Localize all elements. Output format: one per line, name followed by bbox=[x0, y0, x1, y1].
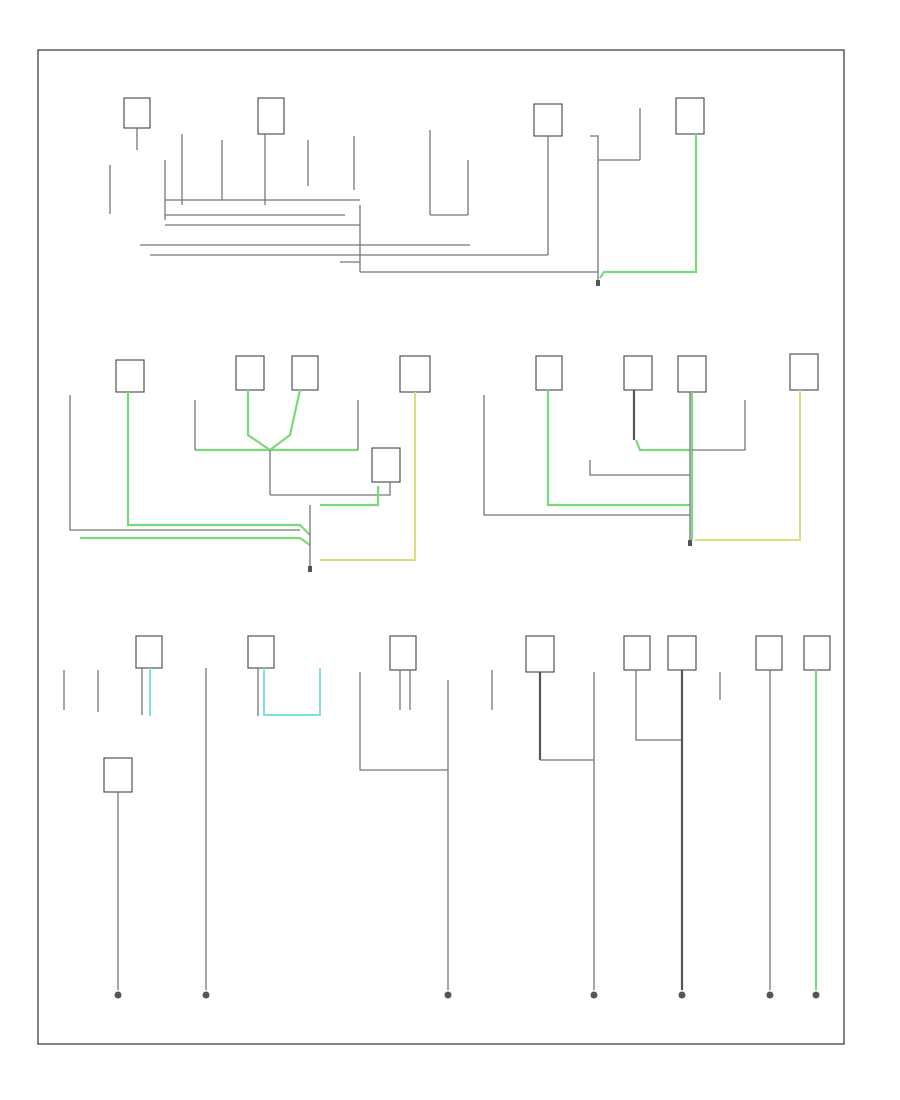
component-box bbox=[623, 355, 653, 391]
wire bbox=[590, 135, 599, 285]
wire-green bbox=[634, 439, 690, 452]
component-box bbox=[247, 635, 275, 669]
component-box bbox=[257, 97, 285, 135]
component-box bbox=[677, 355, 707, 393]
wire bbox=[359, 672, 448, 771]
component-box bbox=[623, 635, 651, 671]
wire bbox=[69, 395, 300, 531]
component-box bbox=[115, 359, 145, 393]
component-box bbox=[399, 355, 431, 393]
wire-green bbox=[546, 390, 690, 507]
component-box bbox=[533, 103, 563, 137]
middle-left-section bbox=[69, 355, 431, 572]
ground-point bbox=[596, 280, 600, 286]
ground-point bbox=[590, 991, 598, 999]
wire-yellow bbox=[695, 390, 801, 541]
wire-green bbox=[320, 486, 380, 507]
component-box bbox=[135, 635, 163, 669]
wire-cyan bbox=[263, 668, 321, 716]
ground-point bbox=[444, 991, 452, 999]
component-box bbox=[803, 635, 831, 671]
wire bbox=[589, 460, 690, 476]
component-box bbox=[123, 97, 151, 129]
ground-point bbox=[114, 991, 122, 999]
component-box bbox=[535, 355, 563, 391]
ground-point bbox=[678, 991, 686, 999]
component-box bbox=[667, 635, 697, 671]
component-box bbox=[371, 447, 401, 483]
wire-green bbox=[246, 389, 302, 452]
wire-yellow bbox=[320, 392, 416, 561]
middle-right-section bbox=[483, 353, 819, 546]
component-box bbox=[291, 355, 319, 391]
component-box bbox=[675, 97, 705, 135]
wire bbox=[692, 400, 746, 451]
component-box bbox=[235, 355, 265, 391]
ground-point bbox=[308, 566, 312, 572]
component-box bbox=[789, 353, 819, 391]
top-section bbox=[109, 97, 705, 286]
wire-green bbox=[80, 536, 311, 546]
wire bbox=[483, 395, 690, 516]
ground-point bbox=[766, 991, 774, 999]
wire-green bbox=[126, 392, 311, 536]
component-box bbox=[389, 635, 417, 671]
diagram-frame bbox=[37, 49, 845, 1045]
ground-point bbox=[202, 991, 210, 999]
ground-point bbox=[688, 540, 692, 546]
ground-point bbox=[812, 991, 820, 999]
component-box bbox=[755, 635, 783, 671]
wire bbox=[635, 670, 682, 741]
wire-green bbox=[599, 134, 698, 279]
wire bbox=[270, 482, 391, 496]
bottom-section bbox=[63, 635, 831, 999]
component-box bbox=[525, 635, 555, 673]
component-box bbox=[103, 757, 133, 793]
